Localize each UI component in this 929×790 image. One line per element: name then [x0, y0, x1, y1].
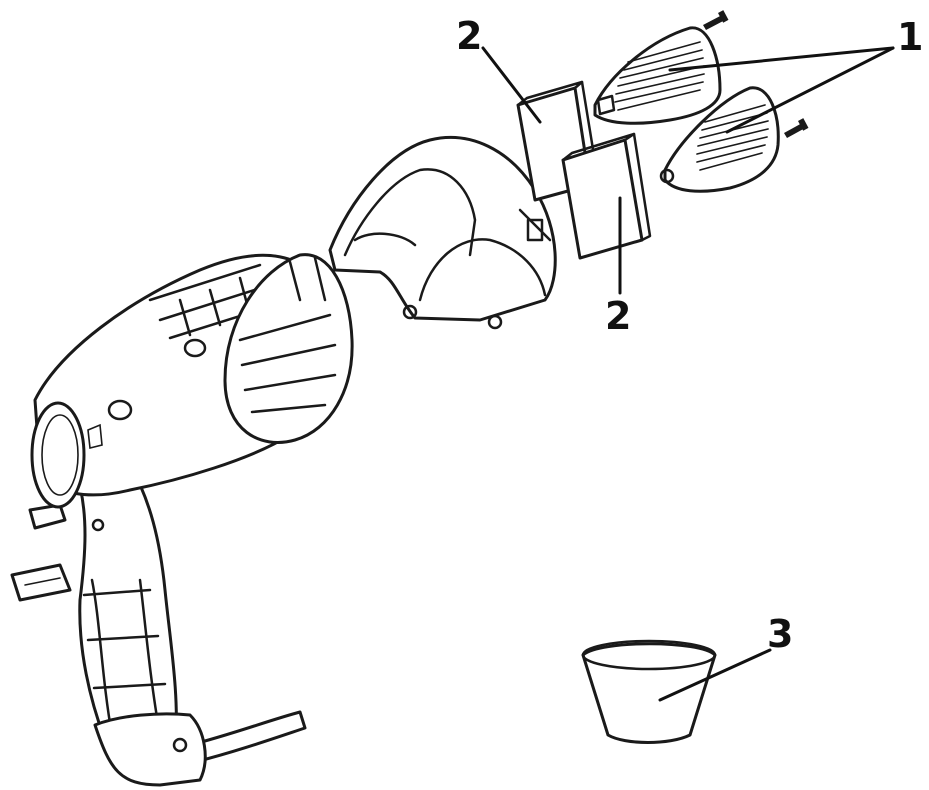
callout-3-cup: 3: [767, 612, 794, 656]
cup: [581, 639, 717, 744]
leader-1-upper: [668, 46, 895, 72]
leader-1-lower: [725, 46, 895, 134]
callout-2-filter-pad-bottom: 2: [605, 294, 632, 338]
leader-lines: [481, 46, 895, 702]
leader-3: [658, 648, 772, 702]
callout-2-filter-pad-top: 2: [456, 14, 483, 58]
tool-body: [10, 253, 354, 787]
callout-1-filter-covers: 1: [897, 15, 924, 59]
filter-covers: [593, 10, 809, 193]
leader-2-top: [481, 46, 542, 124]
filter-shroud: [328, 135, 557, 330]
